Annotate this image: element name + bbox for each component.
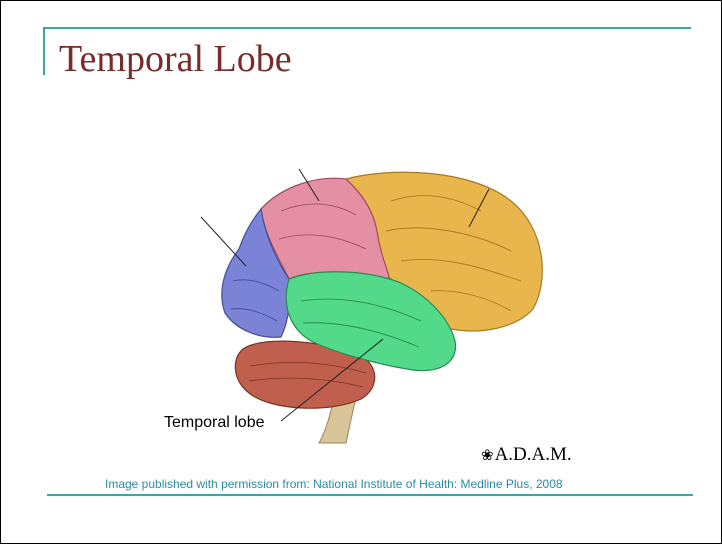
brain-illustration: [151, 131, 571, 451]
slide-title: Temporal Lobe: [59, 37, 292, 81]
temporal-lobe-label: Temporal lobe: [164, 414, 265, 432]
adam-logo-text: A.D.A.M.: [495, 444, 572, 465]
title-accent-line: [43, 27, 691, 29]
adam-leaf-icon: ❀: [481, 448, 494, 464]
title-accent-bar: [43, 27, 45, 75]
adam-logo: ❀A.D.A.M.: [481, 444, 572, 466]
footer-accent-line: [47, 494, 693, 496]
pointer-occipital: [201, 217, 246, 266]
image-credit: Image published with permission from: Na…: [105, 477, 665, 491]
